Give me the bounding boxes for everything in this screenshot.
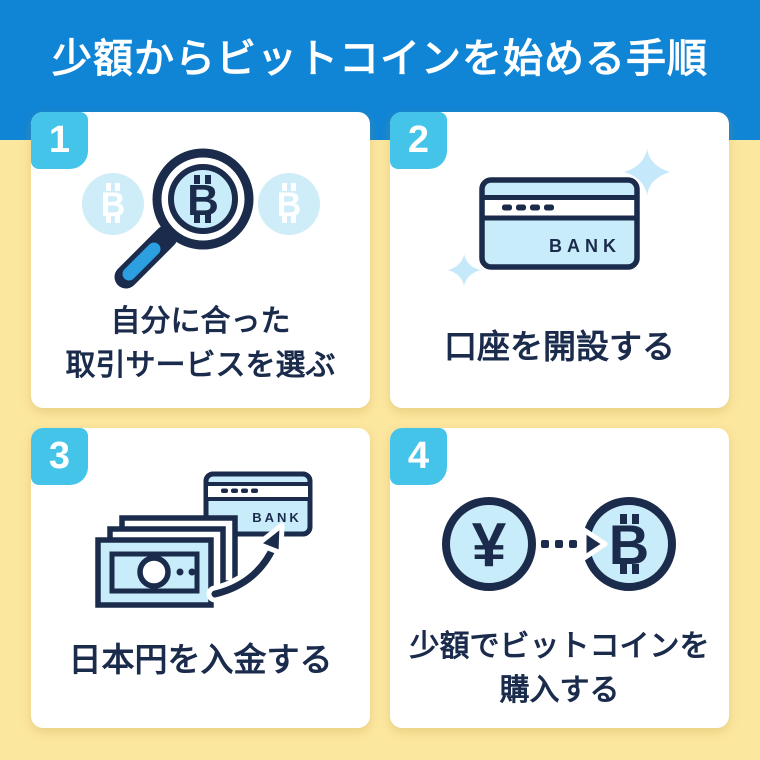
cash-to-bank-icon: BANK (31, 428, 370, 612)
svg-text:B: B (608, 513, 648, 576)
step-caption-2: 口座を開設する (390, 327, 729, 367)
bitcoin-coin-right-icon: B (257, 173, 320, 235)
step-card-3: 3 BANK (31, 428, 370, 728)
caption-line: 口座を開設する (444, 328, 675, 365)
bank-card-shape: BANK (478, 177, 640, 270)
yen-to-bitcoin-svg: ¥ B (441, 497, 676, 591)
step-badge-2: 2 (390, 112, 447, 169)
bank-card-svg: BANK (447, 149, 670, 287)
yen-to-bitcoin-icon: ¥ B (390, 428, 729, 595)
step-badge-4: 4 (390, 428, 447, 485)
magnifier-handle (114, 225, 177, 289)
sparkle-icon (447, 254, 480, 287)
magnifier-bitcoin-icon: B B (31, 112, 370, 317)
step-badge-3: 3 (31, 428, 88, 485)
svg-text:¥: ¥ (471, 511, 506, 580)
bank-card-icon: BANK (390, 112, 729, 290)
caption-line: 少額でビットコインを (409, 630, 710, 663)
caption-line: 自分に合った (110, 305, 291, 338)
bitcoin-coin-left-icon: B (81, 173, 144, 235)
step-card-4: 4 ¥ B (390, 428, 729, 728)
step-card-1: 1 B B (31, 112, 370, 408)
magnifier-bitcoin-svg: B B (81, 148, 320, 289)
cash-stack-icon (94, 515, 238, 608)
svg-text:BANK: BANK (549, 236, 621, 256)
deposit-arrow-icon (206, 522, 284, 603)
step-badge-1: 1 (31, 112, 88, 169)
step-caption-3: 日本円を入金する (31, 640, 370, 680)
step-caption-1: 自分に合った 取引サービスを選ぶ (31, 300, 370, 388)
cash-to-bank-svg: BANK (94, 471, 312, 608)
page-title: 少額からビットコインを始める手順 (52, 37, 708, 81)
caption-line: 購入する (499, 674, 620, 707)
steps-grid: 1 B B (31, 112, 729, 728)
svg-text:B: B (187, 176, 219, 225)
step-number: 4 (407, 435, 430, 477)
caption-line: 取引サービスを選ぶ (65, 349, 336, 382)
step-number: 3 (48, 435, 71, 477)
caption-line: 日本円を入金する (68, 641, 333, 678)
svg-text:B: B (276, 186, 301, 224)
bitcoin-coin-icon: B (581, 497, 676, 591)
sparkle-icon (623, 149, 670, 195)
svg-text:B: B (100, 186, 125, 224)
magnifier-lens: B (152, 148, 253, 250)
step-number: 1 (48, 119, 71, 161)
step-number: 2 (407, 119, 430, 161)
yen-coin-icon: ¥ (441, 497, 536, 591)
step-card-2: 2 (390, 112, 729, 408)
step-caption-4: 少額でビットコインを 購入する (390, 625, 729, 713)
dotted-arrow-icon (540, 527, 607, 561)
svg-text:BANK: BANK (252, 510, 302, 525)
